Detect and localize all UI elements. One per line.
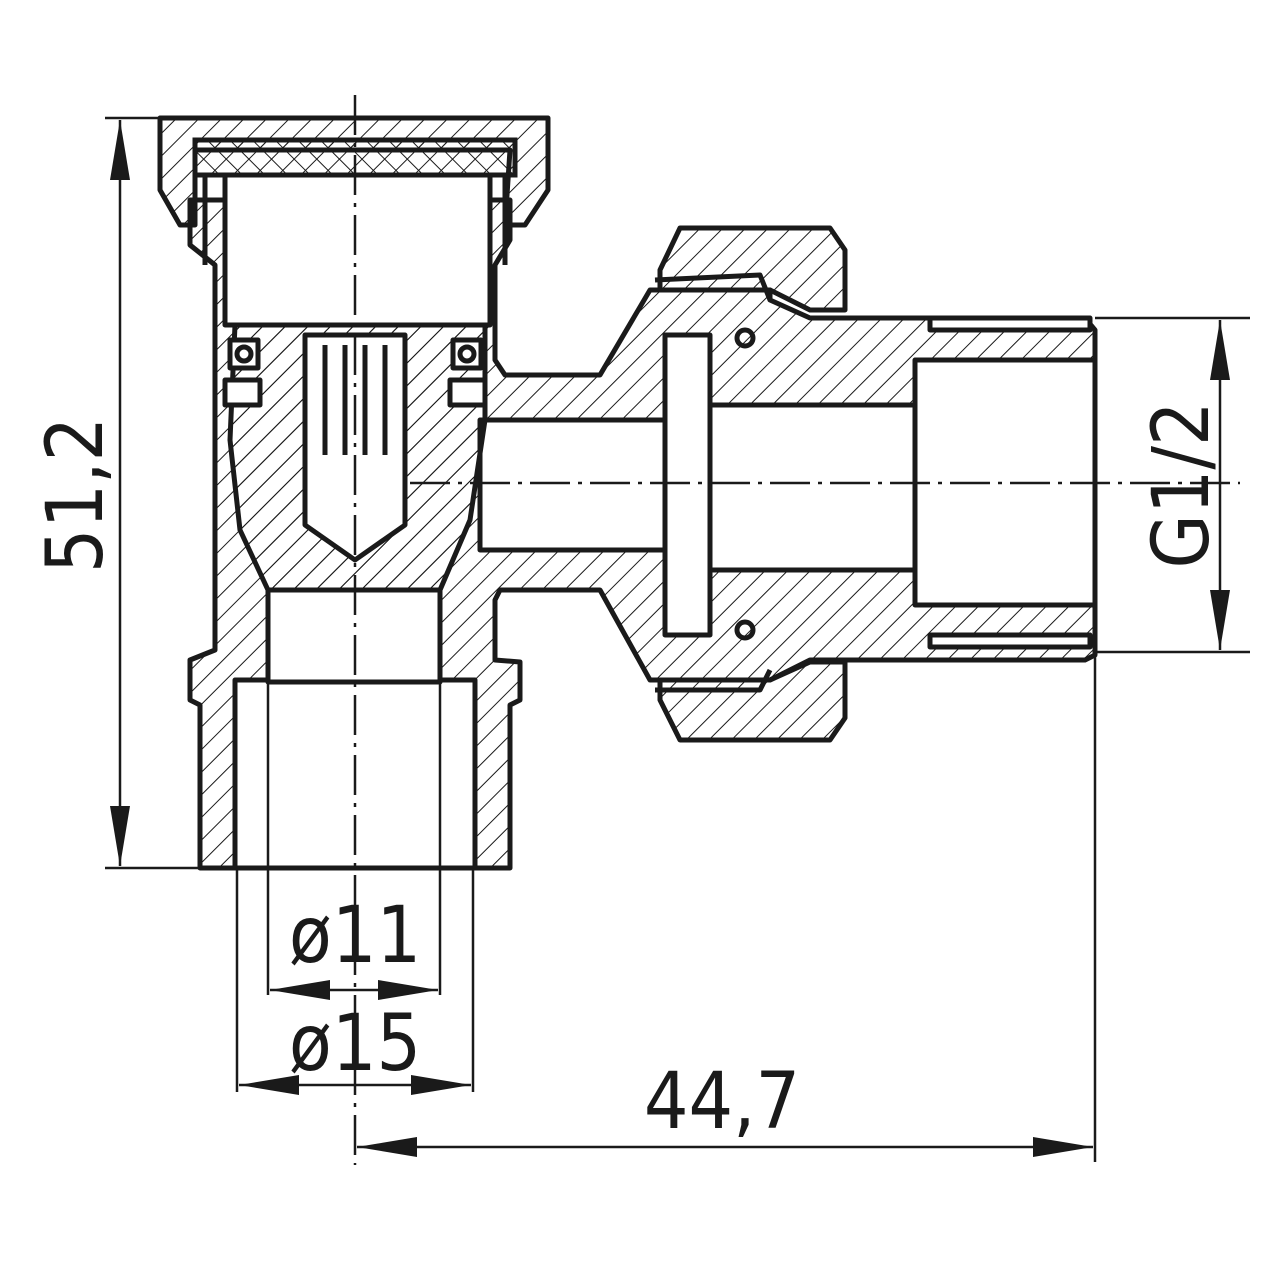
valve-insert (222, 322, 488, 593)
dimension-label-thread: G1/2 (1137, 401, 1227, 568)
dimension-label-outer-diameter: ø15 (289, 999, 421, 1089)
union-nut (654, 225, 848, 743)
dimension-label-length: 44,7 (644, 1057, 800, 1147)
dimension-label-inner-diameter: ø11 (289, 891, 421, 981)
dimension-label-height: 51,2 (31, 417, 121, 573)
extension-lines (105, 116, 1250, 1162)
